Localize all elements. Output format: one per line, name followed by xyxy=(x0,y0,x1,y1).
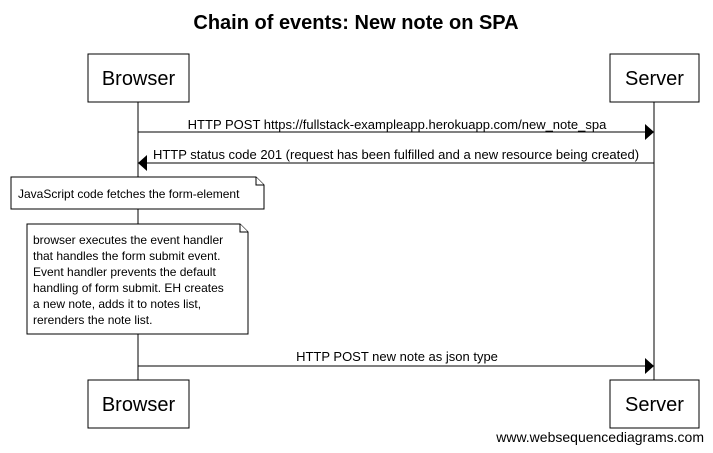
participant-browser-bottom-box xyxy=(87,379,190,429)
note-1-fold xyxy=(255,177,264,186)
participant-server-bottom-label: Server xyxy=(625,394,684,416)
note-2-line-6: rerenders the note list. xyxy=(33,313,152,327)
message-3-arrowhead xyxy=(645,358,654,374)
message-1-arrowhead xyxy=(645,124,654,140)
participant-server-top-box xyxy=(609,53,700,103)
participant-server-bottom-box xyxy=(609,379,700,429)
diagram-title: Chain of events: New note on SPA xyxy=(193,12,518,34)
message-1-label: HTTP POST https://fullstack-exampleapp.h… xyxy=(188,117,607,132)
participant-browser-bottom-label: Browser xyxy=(102,394,176,416)
note-2-line-2: that handles the form submit event. xyxy=(33,249,220,263)
note-2-line-3: Event handler prevents the default xyxy=(33,265,216,279)
footer-watermark: www.websequencediagrams.com xyxy=(495,429,704,445)
note-2-line-1: browser executes the event handler xyxy=(33,233,223,247)
note-2-line-5: a new note, adds it to notes list, xyxy=(33,297,201,311)
note-2-box xyxy=(26,223,249,335)
note-2-fold xyxy=(239,224,248,233)
participant-browser-top-box xyxy=(87,53,190,103)
note-1-box xyxy=(10,176,265,210)
participant-server-top-label: Server xyxy=(625,68,684,90)
participant-browser-top-label: Browser xyxy=(102,68,176,90)
message-3-label: HTTP POST new note as json type xyxy=(296,349,498,364)
note-1-text: JavaScript code fetches the form-element xyxy=(18,187,240,201)
note-2-line-4: handling of form submit. EH creates xyxy=(33,281,224,295)
message-2-arrowhead xyxy=(138,155,147,171)
message-2-label: HTTP status code 201 (request has been f… xyxy=(153,147,639,162)
